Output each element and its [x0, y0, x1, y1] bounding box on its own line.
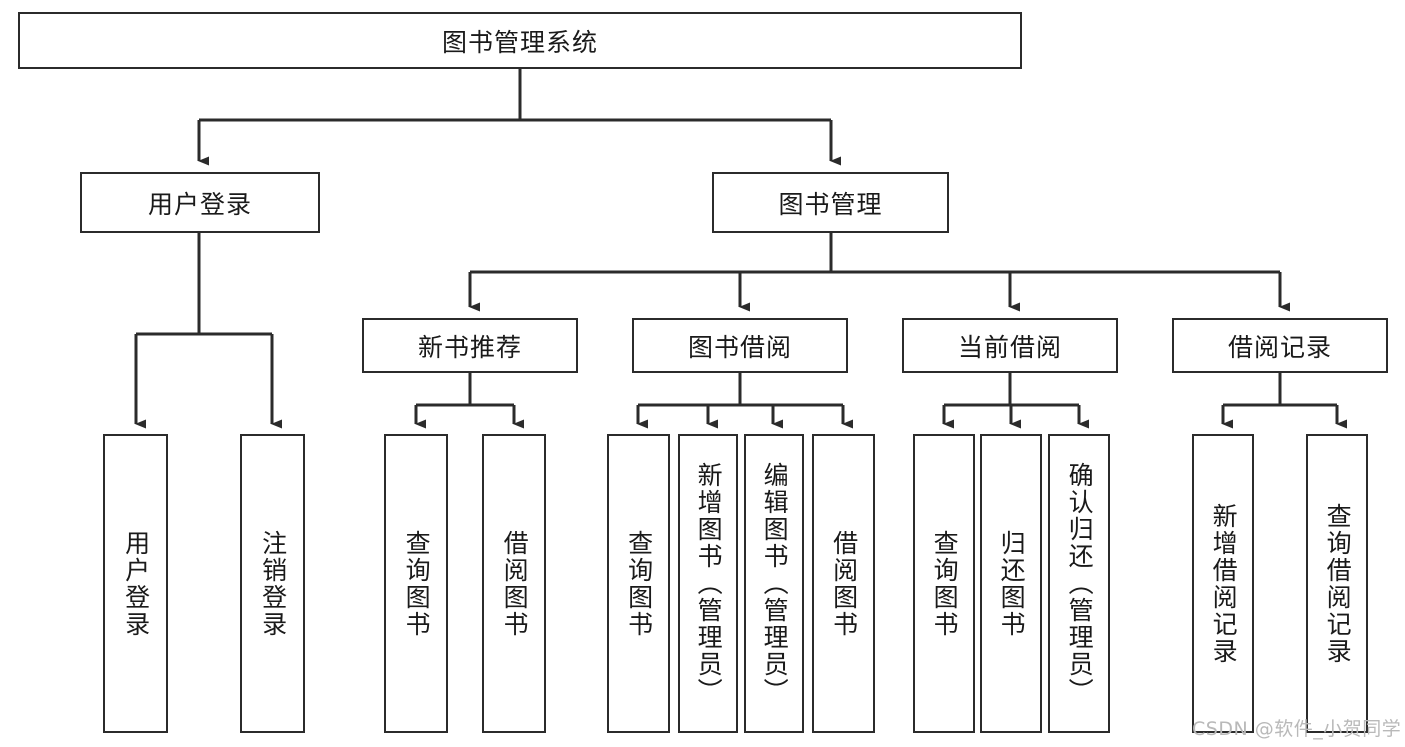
leaf-query-borrow-record[interactable]: 查询借阅记录	[1306, 434, 1368, 733]
node-label: 新增图书（管理员）	[694, 462, 724, 705]
node-label: 归还图书	[997, 529, 1027, 638]
node-label: 借阅记录	[1227, 332, 1332, 362]
leaf-confirm-return-admin[interactable]: 确认归还（管理员）	[1048, 434, 1110, 733]
leaf-query-book-recommend[interactable]: 查询图书	[384, 434, 448, 733]
node-label: 查询借阅记录	[1323, 502, 1353, 665]
node-label: 图书管理	[778, 189, 883, 219]
node-label: 确认归还（管理员）	[1065, 462, 1095, 705]
node-label: 用户登录	[147, 189, 252, 219]
node-label: 用户登录	[121, 529, 151, 638]
leaf-borrow-book[interactable]: 借阅图书	[812, 434, 875, 733]
node-label: 查询图书	[624, 529, 654, 638]
node-label: 当前借阅	[957, 332, 1062, 362]
leaf-add-book-admin[interactable]: 新增图书（管理员）	[678, 434, 738, 733]
leaf-return-book[interactable]: 归还图书	[980, 434, 1042, 733]
node-label: 查询图书	[402, 529, 432, 638]
node-label: 图书借阅	[687, 332, 792, 362]
node-root-system[interactable]: 图书管理系统	[18, 12, 1022, 69]
node-label: 借阅图书	[829, 529, 859, 638]
leaf-logout[interactable]: 注销登录	[240, 434, 305, 733]
node-label: 图书管理系统	[441, 27, 598, 57]
node-new-book-recommend[interactable]: 新书推荐	[362, 318, 578, 373]
node-current-borrow[interactable]: 当前借阅	[902, 318, 1118, 373]
leaf-add-borrow-record[interactable]: 新增借阅记录	[1192, 434, 1254, 733]
node-label: 查询图书	[930, 529, 960, 638]
node-label: 编辑图书（管理员）	[760, 462, 790, 705]
node-book-borrow[interactable]: 图书借阅	[632, 318, 848, 373]
leaf-query-book-borrow[interactable]: 查询图书	[607, 434, 670, 733]
node-book-management[interactable]: 图书管理	[712, 172, 949, 233]
leaf-user-login[interactable]: 用户登录	[103, 434, 168, 733]
node-label: 注销登录	[258, 529, 288, 638]
node-label: 新书推荐	[417, 332, 522, 362]
leaf-edit-book-admin[interactable]: 编辑图书（管理员）	[744, 434, 804, 733]
node-label: 借阅图书	[500, 529, 530, 638]
node-label: 新增借阅记录	[1209, 502, 1239, 665]
leaf-borrow-book-recommend[interactable]: 借阅图书	[482, 434, 546, 733]
node-user-login[interactable]: 用户登录	[80, 172, 320, 233]
leaf-query-book-current[interactable]: 查询图书	[913, 434, 975, 733]
node-borrow-records[interactable]: 借阅记录	[1172, 318, 1388, 373]
